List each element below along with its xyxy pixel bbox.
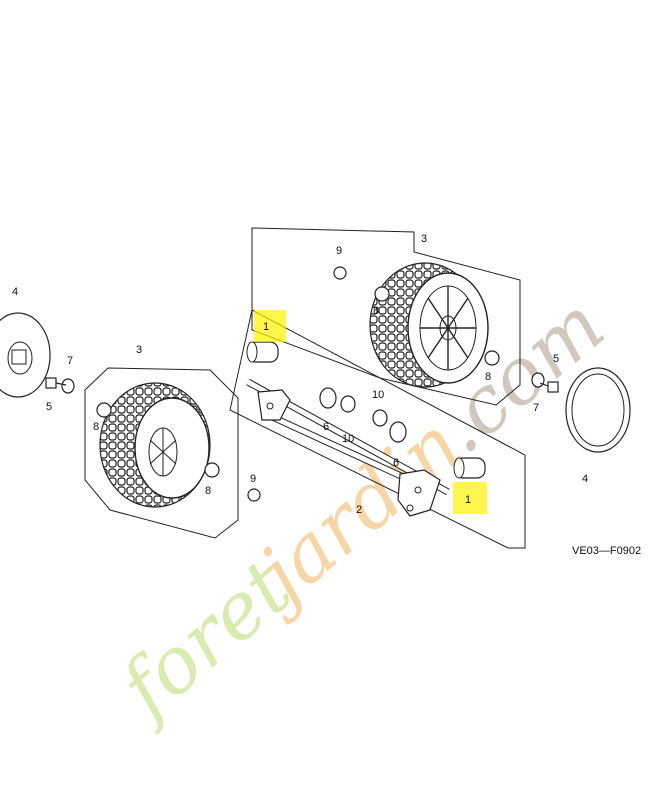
wheel-left [99, 382, 211, 508]
label-part-1-top: 1 [263, 321, 269, 333]
hubcap-left [0, 312, 51, 398]
small-parts [45, 266, 559, 502]
label-part-4-left: 4 [12, 286, 18, 298]
axle-shaft [246, 378, 450, 517]
label-part-4-right: 4 [582, 473, 588, 485]
label-part-5-left: 5 [46, 401, 52, 413]
bushing-right [453, 457, 486, 479]
label-part-3-left: 3 [136, 344, 142, 356]
label-part-5-right: 5 [553, 353, 559, 365]
label-part-6-right: 6 [393, 457, 399, 469]
label-part-10-right: 10 [372, 389, 384, 401]
label-part-10-left: 10 [342, 433, 354, 445]
hubcap-right [565, 367, 631, 453]
label-part-7-left: 7 [67, 355, 73, 367]
label-part-2: 2 [356, 504, 362, 516]
label-part-8-b: 8 [205, 485, 211, 497]
diagram-code: VE03—F0902 [572, 545, 641, 557]
label-part-1-bottom: 1 [465, 494, 471, 506]
label-part-7-right: 7 [533, 402, 539, 414]
label-part-3-right: 3 [421, 233, 427, 245]
assembly-box-rear [251, 227, 521, 406]
label-part-8-a: 8 [93, 421, 99, 433]
label-part-9-top: 9 [336, 245, 342, 257]
label-part-9-bottom: 9 [250, 473, 256, 485]
assembly-box-left [84, 367, 239, 539]
highlight-part-1-top [254, 310, 286, 342]
highlight-part-1-bottom [453, 482, 487, 514]
wheel-right [369, 262, 489, 388]
label-part-6-left: 6 [323, 421, 329, 433]
label-part-8-d: 8 [485, 371, 491, 383]
bushing-left [246, 341, 279, 363]
label-part-8-c: 8 [373, 305, 379, 317]
